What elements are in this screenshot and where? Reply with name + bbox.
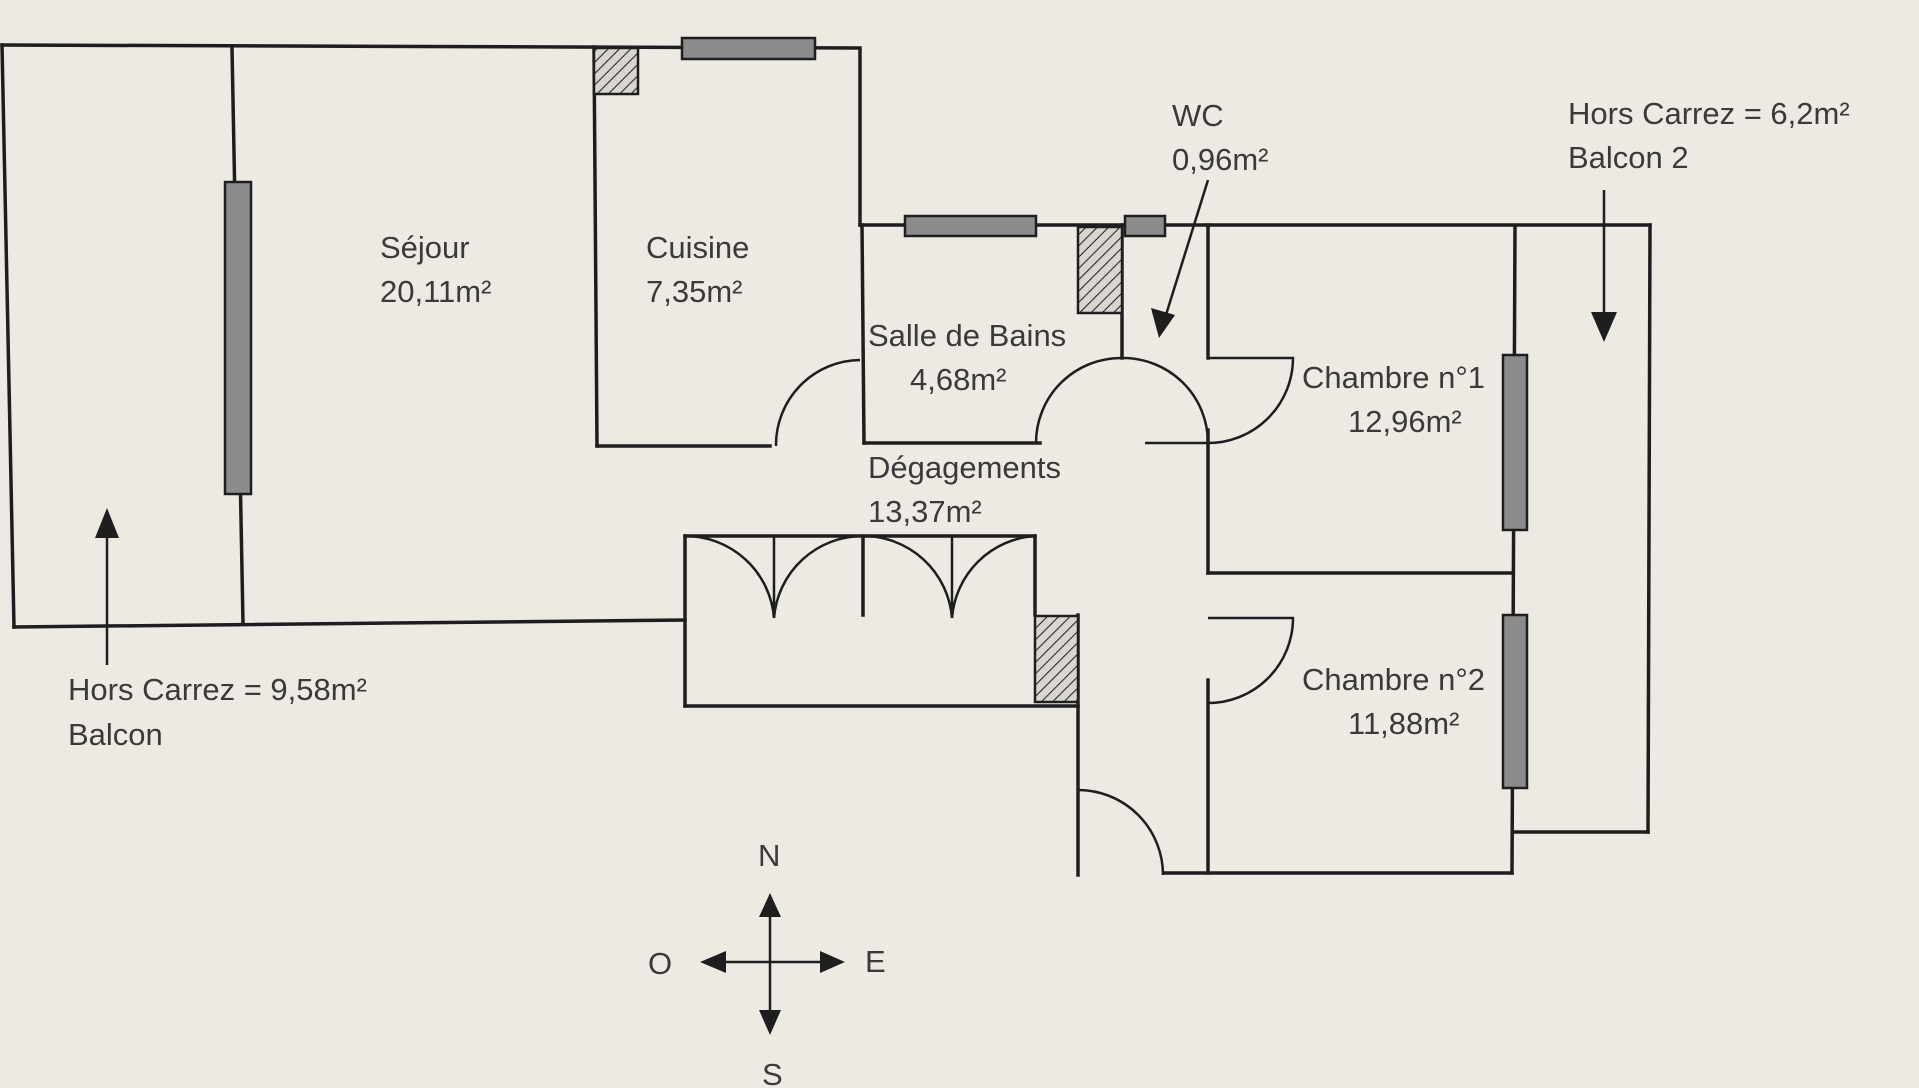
balcony-labels: Hors Carrez = 9,58m² Balcon Hors Carrez … (68, 96, 1850, 752)
walls (0, 43, 1652, 877)
salle-de-bains-name: Salle de Bains (868, 318, 1066, 353)
degagements-name: Dégagements (868, 450, 1061, 485)
duct-degagements (1033, 614, 1080, 704)
compass: N S O E (648, 838, 886, 1088)
window-cuisine (680, 36, 817, 61)
compass-west-label: O (648, 946, 672, 981)
wc-name: WC (1172, 98, 1224, 133)
wc-area: 0,96m² (1172, 142, 1268, 177)
windows (223, 36, 1529, 790)
window-sejour (223, 180, 253, 496)
compass-south-label: S (762, 1057, 783, 1088)
door-chambre1 (1207, 356, 1295, 445)
balcony-arrows (95, 179, 1617, 665)
window-chambre2 (1501, 613, 1529, 790)
duct-cuisine (592, 46, 640, 96)
duct-salle-de-bains (1076, 225, 1124, 315)
door-wc (1121, 356, 1210, 445)
sejour-name: Séjour (380, 230, 470, 265)
compass-east-arrow (820, 951, 845, 973)
compass-south-arrow (759, 1010, 781, 1035)
door-cuisine (774, 358, 861, 447)
balcon2-arrow-head (1591, 312, 1617, 342)
balcon1-arrow-head (95, 508, 119, 538)
room-labels: Séjour 20,11m² Cuisine 7,35m² Salle de B… (380, 98, 1485, 741)
balcon2-name: Balcon 2 (1568, 140, 1689, 175)
door-placard-1 (684, 534, 776, 619)
compass-north-label: N (758, 838, 780, 873)
balcon1-name: Balcon (68, 717, 163, 752)
window-chambre1 (1501, 353, 1529, 532)
chambre2-name: Chambre n°2 (1302, 662, 1485, 697)
balcon2-hors-carrez: Hors Carrez = 6,2m² (1568, 96, 1850, 131)
cuisine-name: Cuisine (646, 230, 749, 265)
chambre2-area: 11,88m² (1348, 706, 1459, 741)
door-placard-4 (950, 534, 1036, 619)
compass-east-label: E (865, 944, 886, 979)
window-wc (1123, 214, 1167, 238)
wc-arrow-head (1151, 308, 1175, 338)
chambre1-area: 12,96m² (1348, 404, 1462, 439)
ducts (592, 46, 1124, 704)
salle-de-bains-area: 4,68m² (910, 362, 1006, 397)
wc-arrow-line (1163, 179, 1210, 319)
door-chambre2 (1207, 616, 1295, 705)
sejour-area: 20,11m² (380, 274, 491, 309)
door-salle-de-bains (1034, 356, 1123, 444)
cuisine-area: 7,35m² (646, 274, 742, 309)
window-salle-de-bains (903, 214, 1038, 238)
compass-west-arrow (700, 951, 726, 973)
chambre1-name: Chambre n°1 (1302, 360, 1485, 395)
door-placard-3 (862, 534, 954, 619)
door-placard-2 (772, 534, 864, 619)
door-entree (1077, 788, 1165, 876)
compass-north-arrow (759, 893, 781, 917)
balcon1-hors-carrez: Hors Carrez = 9,58m² (68, 672, 367, 707)
doors (684, 356, 1295, 876)
degagements-area: 13,37m² (868, 494, 982, 529)
